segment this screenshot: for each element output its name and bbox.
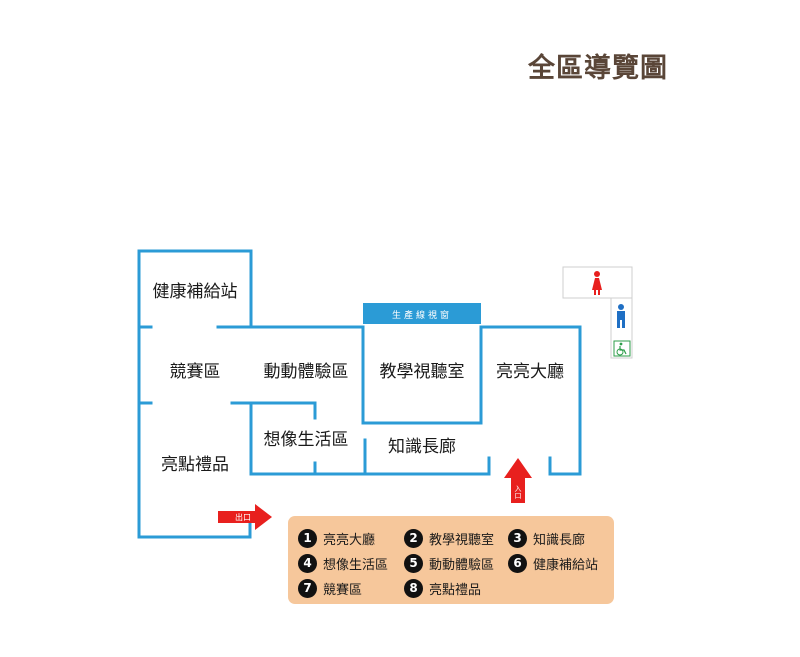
legend-label: 知識長廊 <box>533 532 586 548</box>
wall-outer-left <box>137 249 253 539</box>
legend-label: 競賽區 <box>323 582 363 598</box>
restroom-area <box>562 266 633 359</box>
wall-bottom-corridor <box>249 456 491 476</box>
room-motion-experience: 動動體驗區 <box>264 362 349 382</box>
legend-item: 5 動動體驗區 <box>404 553 494 573</box>
room-gift-shop: 亮點禮品 <box>161 455 229 475</box>
wall-imagination-top <box>230 401 317 420</box>
exit-label: 出口 <box>235 512 251 522</box>
production-line-banner <box>363 303 481 324</box>
legend-item: 1 亮亮大廳 <box>298 528 375 548</box>
legend-item: 7 競賽區 <box>298 578 362 598</box>
room-health-station: 健康補給站 <box>153 282 238 302</box>
legend-number-badge: 2 <box>404 528 423 548</box>
wheelchair-icon <box>613 340 631 357</box>
legend-number-badge: 5 <box>404 553 423 573</box>
male-restroom-icon <box>617 304 625 328</box>
legend-label: 想像生活區 <box>323 557 389 573</box>
legend: 1 亮亮大廳 2 教學視聽室 3 知識長廊 4 想像生活區 5 動動體驗區 6 … <box>288 516 614 604</box>
legend-item: 4 想像生活區 <box>298 553 388 573</box>
legend-label: 健康補給站 <box>533 557 599 573</box>
walls <box>137 249 582 539</box>
wall-classroom-left <box>361 325 483 425</box>
room-classroom: 教學視聽室 <box>380 362 465 382</box>
legend-item: 8 亮點禮品 <box>404 578 481 598</box>
legend-label: 動動體驗區 <box>429 557 495 573</box>
legend-label: 亮點禮品 <box>429 582 482 598</box>
entrance-label: 入口 <box>514 485 522 499</box>
legend-item: 2 教學視聽室 <box>404 528 494 548</box>
entrance-arrow: 入口 <box>504 458 532 503</box>
page-title: 全區導覽圖 <box>528 53 668 84</box>
room-corridor: 知識長廊 <box>388 437 456 457</box>
exit-arrow: 出口 <box>218 504 272 530</box>
legend-number-badge: 4 <box>298 553 317 573</box>
production-line-label: 生產線視窗 <box>392 309 452 321</box>
legend-label: 亮亮大廳 <box>323 532 376 548</box>
room-competition: 競賽區 <box>170 361 221 382</box>
legend-number-badge: 6 <box>508 553 527 573</box>
legend-item: 3 知識長廊 <box>508 528 585 548</box>
legend-number-badge: 7 <box>298 578 317 598</box>
legend-number-badge: 8 <box>404 578 423 598</box>
room-hall: 亮亮大廳 <box>496 362 564 382</box>
legend-label: 教學視聽室 <box>429 532 495 548</box>
room-imagination: 想像生活區 <box>264 430 349 450</box>
legend-item: 6 健康補給站 <box>508 553 598 573</box>
female-restroom-icon <box>592 271 602 295</box>
legend-number-badge: 1 <box>298 528 317 548</box>
wall-top-right <box>479 325 582 476</box>
legend-number-badge: 3 <box>508 528 527 548</box>
